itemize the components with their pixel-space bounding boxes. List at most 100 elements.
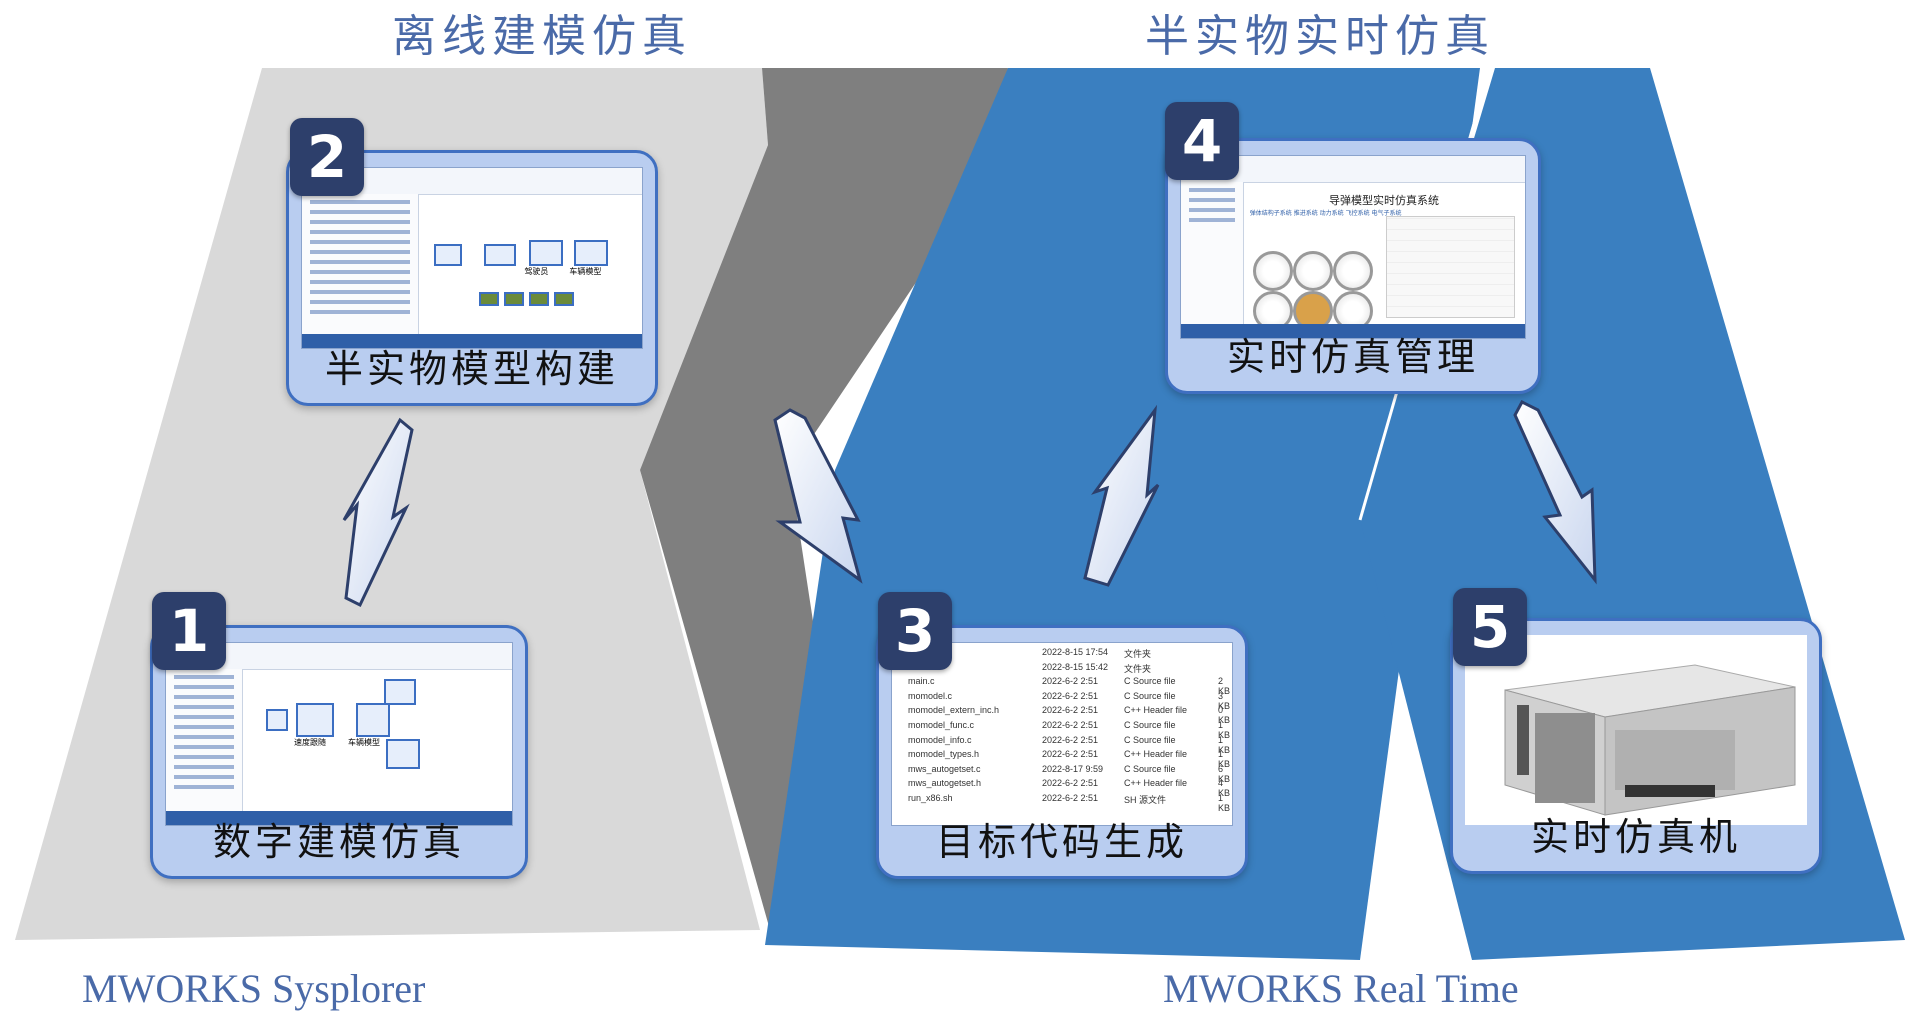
file-date: 2022-6-2 2:51: [1042, 676, 1099, 687]
tab[interactable]: 弹体结构子系统: [1249, 210, 1292, 217]
status-bar: [1181, 324, 1525, 338]
file-date: 2022-8-17 9:59: [1042, 763, 1104, 774]
dashboard-tabs: 弹体结构子系统 推进系统 动力系统 飞控系统 电气子系统: [1250, 208, 1402, 217]
file-row[interactable]: main.c 2022-6-2 2:51 C Source file 2 KB: [902, 676, 1230, 696]
tab[interactable]: 推进系统: [1293, 210, 1318, 217]
file-row[interactable]: momodel_types.h 2022-6-2 2:51 C++ Header f…: [902, 749, 1230, 769]
middle-band: [640, 68, 1008, 930]
file-date: 2022-6-2 2:51: [1042, 778, 1099, 789]
drive-block: [385, 739, 420, 769]
diagram-canvas: 驾驶员 车辆模型: [424, 204, 628, 318]
gauge: [1333, 251, 1373, 291]
step-1-badge: 1: [152, 592, 226, 670]
file-size: 6 KB: [1218, 763, 1231, 784]
block-label: 速度跟随: [293, 738, 326, 747]
file-type: C Source file: [1124, 763, 1176, 774]
block: [554, 292, 575, 306]
tab[interactable]: 电气子系统: [1371, 210, 1402, 217]
file-row[interactable]: momodel_func.c 2022-6-2 2:51 C Source file…: [902, 720, 1230, 740]
file-type: C Source file: [1124, 690, 1176, 701]
file-size: 2 KB: [1218, 676, 1231, 697]
dashboard-title: 导弹模型实时仿真系统: [1328, 194, 1439, 207]
file-row[interactable]: momodel_extern_inc.h 2022-6-2 2:51 C++ Hea…: [902, 705, 1230, 725]
step-3-badge: 3: [878, 592, 952, 670]
step-2-label: 半实物模型构建: [324, 347, 619, 391]
file-date: 2022-6-2 2:51: [1042, 705, 1099, 716]
block: [484, 244, 517, 266]
arrow-2-to-3: [773, 408, 863, 584]
step-2-badge: 2: [290, 118, 364, 196]
file-size: 4 KB: [1218, 778, 1231, 799]
driver-block: [529, 240, 564, 266]
file-size: 3 KB: [1218, 690, 1231, 711]
file-type: C++ Header file: [1124, 749, 1188, 760]
industrial-pc-icon: [1504, 664, 1796, 816]
file-type: C Source file: [1124, 720, 1176, 730]
file-type: C Source file: [1124, 676, 1176, 687]
file-type: C++ Header file: [1124, 705, 1188, 716]
offline-heading: 离线建模仿真: [392, 11, 692, 62]
file-size: 0 KB: [1218, 705, 1231, 726]
file-type: SH 源文件: [1124, 795, 1167, 805]
file-type: C Source file: [1124, 734, 1176, 745]
speed-follow-block: [295, 703, 334, 737]
realtime-label: MWORKS Real Time: [1163, 966, 1519, 1011]
step-5-label: 实时仿真机: [1530, 815, 1741, 859]
step-1-label: 数字建模仿真: [212, 820, 465, 864]
file-name: momodel_func.c: [908, 720, 975, 730]
gauge: [1253, 251, 1293, 291]
arrow-3-to-4: [1083, 404, 1160, 587]
block: [504, 292, 525, 306]
gauge: [1293, 251, 1333, 291]
hil-heading: 半实物实时仿真: [1145, 11, 1495, 62]
tab[interactable]: 动力系统: [1319, 210, 1344, 217]
step-2-card: 驾驶员 车辆模型 半实物模型构建: [286, 150, 658, 406]
block-label: 驾驶员: [524, 267, 549, 276]
file-name: mws_autogetset.h: [908, 778, 982, 789]
file-date: 2022-8-15 17:54: [1042, 647, 1109, 657]
file-name: momodel_extern_inc.h: [908, 705, 1000, 716]
block: [265, 709, 288, 731]
file-date: 2022-6-2 2:51: [1042, 720, 1099, 730]
step-4-label: 实时仿真管理: [1226, 335, 1479, 379]
file-size: 1 KB: [1218, 734, 1231, 755]
model-tree: [302, 194, 419, 334]
dashboard-screenshot: 导弹模型实时仿真系统 弹体结构子系统 推进系统 动力系统 飞控系统 电气子系统: [1180, 155, 1526, 339]
controller-block: [383, 679, 416, 705]
file-name: mws_autogetset.c: [908, 763, 981, 774]
block-label: 车辆模型: [569, 267, 602, 276]
file-type: 文件夹: [1124, 649, 1152, 659]
file-name: main.c: [908, 676, 935, 687]
file-date: 2022-8-15 15:42: [1042, 661, 1109, 672]
file-date: 2022-6-2 2:51: [1042, 690, 1099, 701]
arrow-1-to-2: [342, 417, 414, 608]
simulation-screenshot: 速度跟随 车辆模型: [165, 642, 513, 826]
project-tree: [1181, 182, 1244, 324]
sysplorer-label: MWORKS Sysplorer: [82, 966, 426, 1011]
status-bar: [166, 811, 512, 825]
block: [479, 292, 500, 306]
file-row[interactable]: mws_autogetset.h 2022-6-2 2:51 C++ Header …: [902, 778, 1230, 798]
file-name: momodel_types.h: [908, 749, 980, 760]
file-row[interactable]: 2022-8-15 17:54 文件夹: [902, 647, 1222, 661]
file-type: C++ Header file: [1124, 778, 1188, 789]
vehicle-block: [355, 703, 390, 737]
plot-area: [1386, 216, 1515, 318]
vehicle-block: [574, 240, 609, 266]
step-3-label: 目标代码生成: [935, 820, 1188, 864]
block: [434, 244, 463, 266]
model-editor-screenshot: 驾驶员 车辆模型: [301, 167, 643, 349]
block: [529, 292, 550, 306]
file-row[interactable]: mws_autogetset.c 2022-8-17 9:59 C Source f…: [902, 763, 1230, 784]
step-4-badge: 4: [1165, 102, 1239, 180]
model-tree: [166, 669, 244, 811]
diagram-canvas: 速度跟随 车辆模型: [256, 679, 498, 795]
realtime-machine-photo: [1465, 635, 1807, 825]
file-date: 2022-6-2 2:51: [1042, 749, 1099, 760]
tab[interactable]: 飞控系统: [1345, 210, 1370, 217]
